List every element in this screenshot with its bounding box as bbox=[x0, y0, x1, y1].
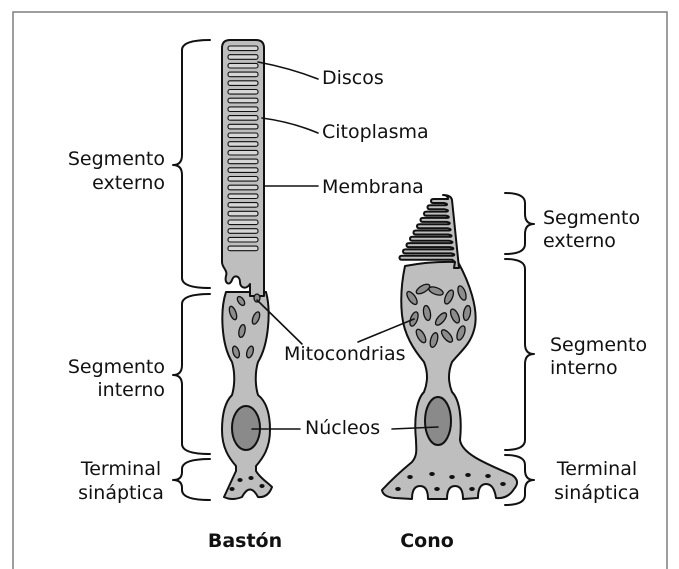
rod-disc bbox=[228, 55, 258, 60]
synaptic-vesicle bbox=[465, 473, 471, 477]
caption-rod: Bastón bbox=[208, 530, 282, 552]
rod-disc bbox=[228, 220, 258, 225]
synaptic-vesicle bbox=[237, 478, 242, 482]
synaptic-vesicle bbox=[259, 484, 264, 488]
brace-cone-inner-segment bbox=[505, 259, 534, 450]
rod-disc bbox=[228, 72, 258, 77]
label-cone-inner-segment-line1: Segmento bbox=[550, 334, 647, 356]
label-cone-outer-segment-line1: Segmento bbox=[543, 207, 640, 229]
rod bbox=[222, 40, 272, 499]
rod-disc bbox=[228, 107, 258, 112]
rod-disc bbox=[228, 116, 258, 121]
label-rod-outer-segment-line1: Segmento bbox=[68, 148, 165, 170]
label-rod-inner-segment-line1: Segmento bbox=[68, 356, 165, 378]
synaptic-vesicle bbox=[434, 487, 440, 491]
labels: Discos Citoplasma Membrana Mitocondrias … bbox=[68, 67, 647, 552]
rod-nucleus bbox=[232, 406, 260, 450]
synaptic-vesicle bbox=[229, 487, 234, 491]
rod-inner-segment-and-body bbox=[222, 292, 272, 499]
rod-disc bbox=[228, 246, 258, 251]
label-cone-outer-segment-line2: externo bbox=[543, 230, 616, 252]
rod-disc bbox=[228, 90, 258, 95]
synaptic-vesicle bbox=[469, 487, 475, 491]
leader-discs bbox=[258, 62, 318, 79]
synaptic-vesicle bbox=[395, 487, 401, 491]
label-rod-synaptic-terminal-line2: sináptica bbox=[78, 482, 164, 504]
rod-disc bbox=[228, 133, 258, 138]
brace-rod-synaptic-terminal bbox=[173, 459, 210, 500]
rod-disc bbox=[228, 98, 258, 103]
synaptic-vesicle bbox=[485, 474, 491, 478]
synaptic-vesicle bbox=[407, 475, 413, 479]
brace-rod-outer-segment bbox=[173, 40, 210, 288]
label-rod-inner-segment-line2: interno bbox=[97, 379, 165, 401]
rod-disc bbox=[228, 177, 258, 182]
rod-disc bbox=[228, 63, 258, 68]
label-discs: Discos bbox=[322, 67, 384, 89]
leader-cytoplasm bbox=[262, 118, 318, 133]
label-cone-synaptic-terminal-line2: sináptica bbox=[554, 482, 640, 504]
synaptic-vesicle bbox=[449, 475, 455, 479]
rod-disc bbox=[228, 46, 258, 51]
cone-outer-segment bbox=[400, 195, 460, 268]
label-rod-synaptic-terminal-line1: Terminal bbox=[80, 458, 161, 480]
rod-disc bbox=[228, 150, 258, 155]
label-cone-inner-segment-line2: interno bbox=[550, 357, 618, 379]
rod-disc bbox=[228, 237, 258, 242]
brace-rod-inner-segment bbox=[173, 294, 210, 454]
rod-disc bbox=[228, 211, 258, 216]
caption-cone: Cono bbox=[400, 530, 454, 552]
cone-nucleus bbox=[425, 397, 451, 445]
label-mitochondria: Mitocondrias bbox=[284, 343, 406, 365]
rod-disc bbox=[228, 159, 258, 164]
rod-disc bbox=[228, 185, 258, 190]
brace-cone-outer-segment bbox=[505, 193, 534, 254]
synaptic-vesicle bbox=[500, 482, 506, 486]
rod-disc bbox=[228, 124, 258, 129]
label-membrane: Membrana bbox=[322, 176, 424, 198]
rod-disc bbox=[228, 81, 258, 86]
rod-disc bbox=[228, 168, 258, 173]
label-cytoplasm: Citoplasma bbox=[322, 121, 429, 143]
rod-disc bbox=[228, 203, 258, 208]
label-nuclei: Núcleos bbox=[305, 417, 380, 439]
label-cone-synaptic-terminal-line1: Terminal bbox=[556, 458, 637, 480]
rod-disc bbox=[228, 142, 258, 147]
synaptic-vesicle bbox=[248, 476, 253, 480]
label-rod-outer-segment-line2: externo bbox=[92, 172, 165, 194]
rod-disc bbox=[228, 194, 258, 199]
rod-disc bbox=[228, 229, 258, 234]
synaptic-vesicle bbox=[429, 472, 435, 476]
